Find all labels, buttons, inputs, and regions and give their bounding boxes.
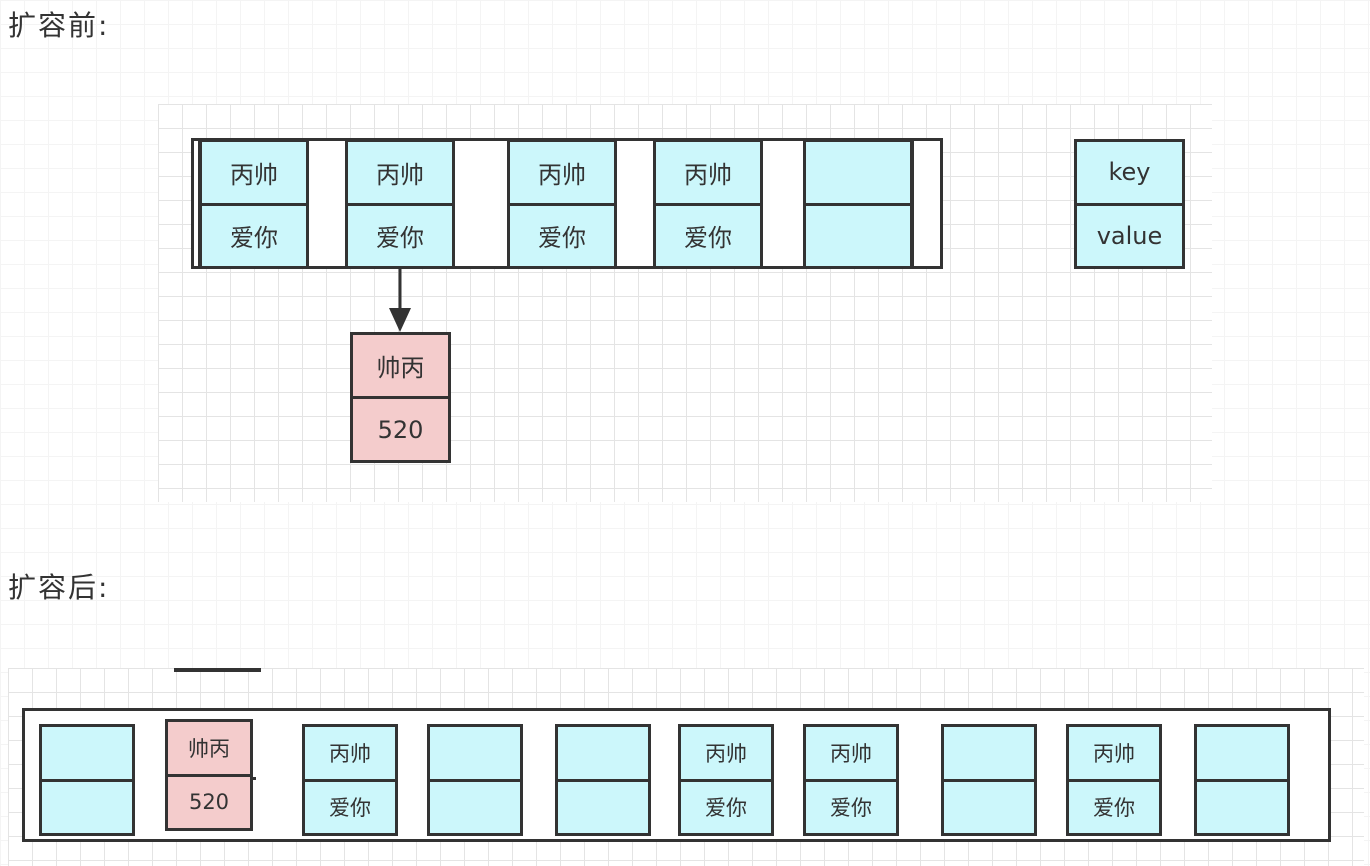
node-value [1197, 778, 1287, 834]
node-value: 爱你 [681, 778, 771, 834]
before-bucket-node [803, 139, 913, 269]
before-bucket-node: 丙帅 爱你 [653, 139, 763, 269]
node-key: 帅丙 [188, 736, 230, 761]
stray-line [174, 668, 261, 672]
node-value [806, 202, 910, 267]
node-value [42, 778, 132, 834]
after-bucket-node: 丙帅 爱你 [803, 724, 899, 836]
node-key [1197, 727, 1287, 779]
legend-key-label: key [1108, 158, 1151, 187]
chain-arrow [389, 268, 411, 332]
chained-node: 帅丙 520 [350, 332, 451, 463]
node-value [944, 778, 1034, 834]
node-value [558, 778, 648, 834]
node-key [558, 727, 648, 779]
before-bucket-node: 丙帅 爱你 [507, 139, 617, 269]
node-value: 爱你 [1069, 778, 1159, 834]
after-bucket-node: 丙帅 爱你 [302, 724, 398, 836]
after-bucket-node [941, 724, 1037, 836]
before-bucket-node: 丙帅 爱你 [199, 139, 309, 269]
node-value: 520 [353, 396, 448, 460]
node-key [430, 727, 520, 779]
after-bucket-node: 丙帅 爱你 [678, 724, 774, 836]
node-value [430, 778, 520, 834]
after-bucket-node [39, 724, 135, 836]
before-heading: 扩容前: [8, 9, 110, 42]
node-value: 爱你 [806, 778, 896, 834]
node-key: 丙帅 [684, 160, 732, 189]
after-bucket-node: 丙帅 爱你 [1066, 724, 1162, 836]
after-bucket-node [1194, 724, 1290, 836]
legend-value-label: value [1077, 202, 1182, 267]
node-value: 爱你 [202, 202, 306, 267]
node-value: 520 [168, 773, 250, 829]
node-key: 丙帅 [230, 160, 278, 189]
after-bucket-node [427, 724, 523, 836]
node-value: 爱你 [656, 202, 760, 267]
node-key [42, 727, 132, 779]
node-value: 爱你 [510, 202, 614, 267]
node-key [806, 142, 910, 203]
before-bucket-node: 丙帅 爱你 [345, 139, 455, 269]
node-value: 爱你 [348, 202, 452, 267]
node-value: 爱你 [305, 778, 395, 834]
after-bucket-node [555, 724, 651, 836]
node-key: 丙帅 [329, 741, 371, 766]
node-key: 丙帅 [376, 160, 424, 189]
node-key: 丙帅 [705, 741, 747, 766]
legend-node: key value [1074, 139, 1185, 269]
node-key [944, 727, 1034, 779]
node-key: 丙帅 [1093, 741, 1135, 766]
node-key: 丙帅 [538, 160, 586, 189]
node-key: 帅丙 [376, 354, 425, 382]
after-heading: 扩容后: [8, 571, 110, 604]
connector-tick [252, 777, 256, 780]
after-moved-node: 帅丙 520 [165, 719, 253, 831]
node-key: 丙帅 [830, 741, 872, 766]
